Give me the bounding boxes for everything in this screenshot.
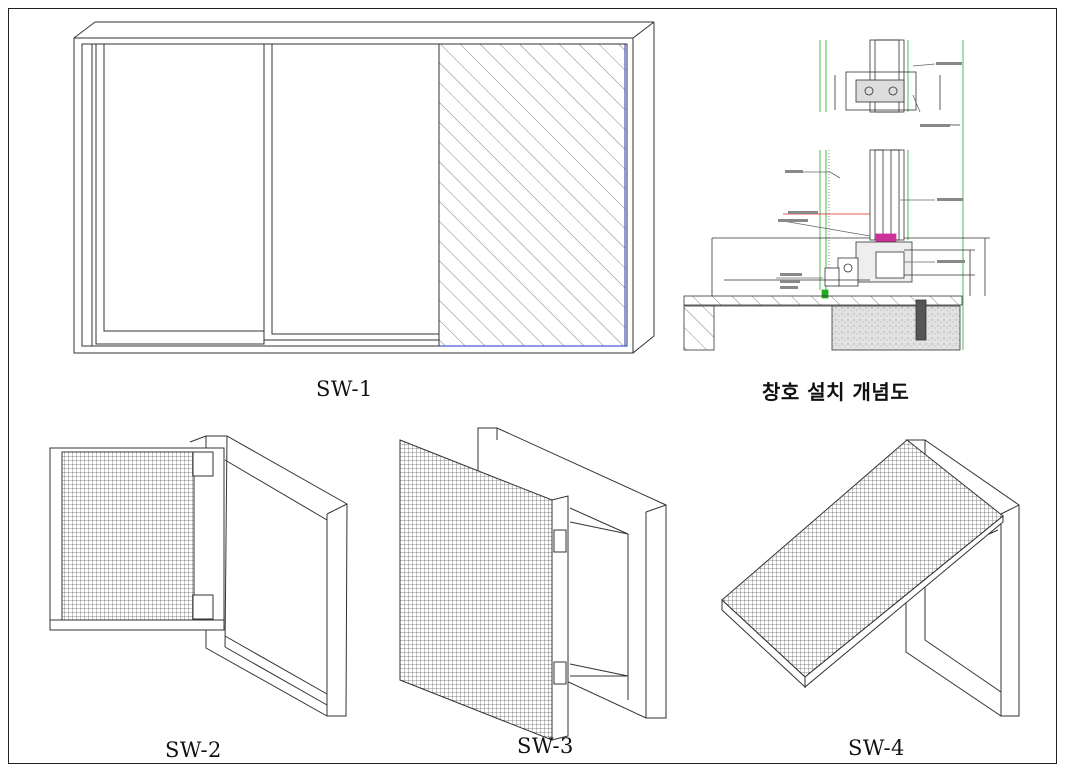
caption-install-concept: 창호 설치 개념도 xyxy=(762,380,910,404)
sw4-drawing xyxy=(721,439,1020,717)
caption-sw2: SW-2 xyxy=(165,738,222,762)
sw2-drawing xyxy=(49,435,348,717)
caption-sw4: SW-4 xyxy=(848,736,905,760)
drawing-frame xyxy=(8,8,1057,764)
install-section-drawing xyxy=(683,39,990,351)
sw1-drawing xyxy=(73,21,655,354)
caption-sw1: SW-1 xyxy=(316,377,373,401)
sw3-drawing xyxy=(399,427,667,741)
caption-sw3: SW-3 xyxy=(517,734,574,758)
